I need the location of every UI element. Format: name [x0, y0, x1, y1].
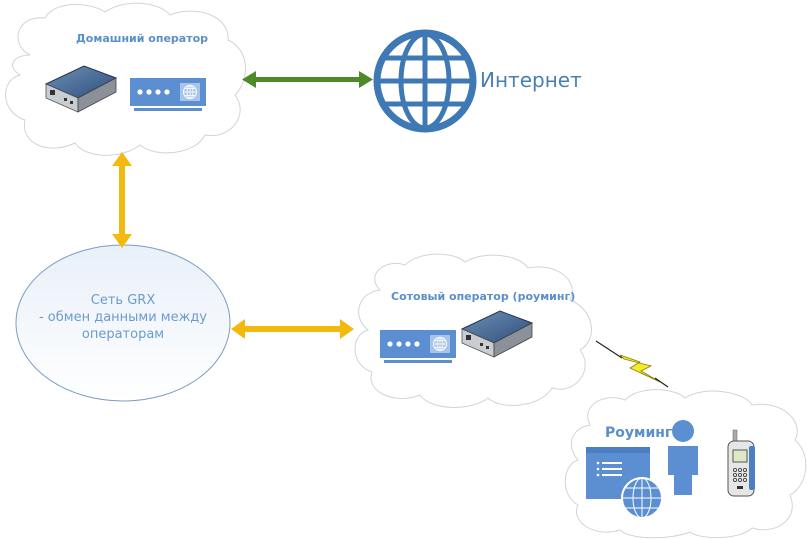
web-globe-icon [621, 477, 663, 519]
user-person-icon [668, 420, 698, 495]
home-operator-title: Домашний оператор [76, 32, 209, 45]
mobile-phone-icon [727, 429, 755, 497]
roaming-title: Роуминг [605, 425, 673, 441]
wireless-link-icon [595, 340, 669, 388]
grx-label: Сеть GRX - обмен данными между оператора… [23, 292, 223, 343]
internet-globe-icon [373, 29, 477, 133]
home-grx-link-arrow [112, 152, 132, 248]
grx-roaming-link-arrow [231, 319, 354, 339]
grx-label-line1: Сеть GRX [90, 293, 156, 308]
grx-label-line2: - обмен данными между [38, 310, 208, 325]
internet-label: Интернет [480, 68, 582, 92]
home-internet-link-arrow [242, 71, 373, 88]
grx-label-line3: операторам [81, 327, 165, 342]
roaming-operator-title: Сотовый оператор (роуминг) [391, 290, 576, 303]
home-operator-cloud [5, 2, 246, 156]
